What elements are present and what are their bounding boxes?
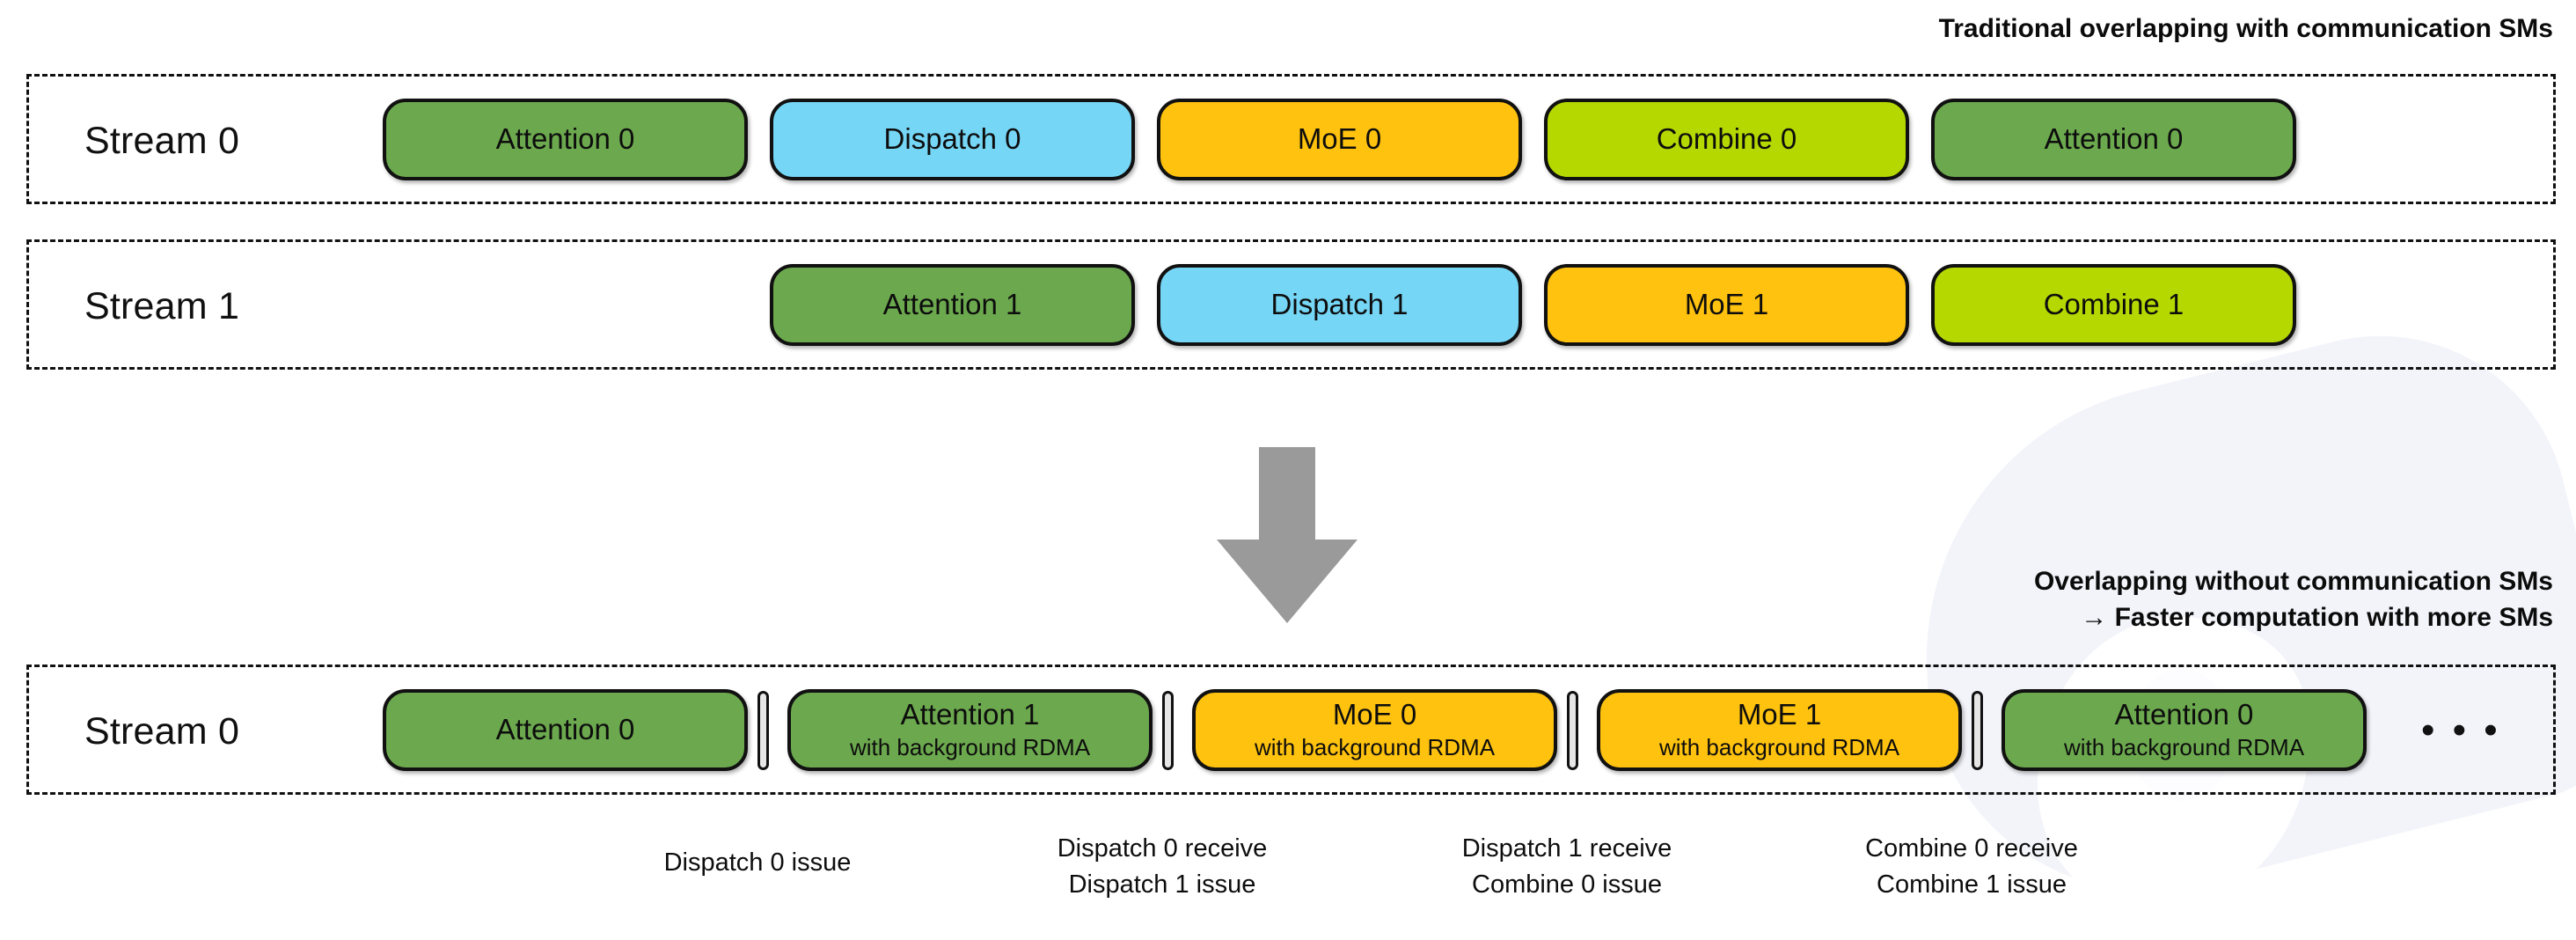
block-sublabel: with background RDMA xyxy=(849,734,1091,761)
separator-dispatch-0-issue xyxy=(757,691,769,770)
separator-dispatch-1-receive xyxy=(1567,691,1578,770)
block-moe-0-opt[interactable]: MoE 0 with background RDMA xyxy=(1192,689,1557,771)
lane-label-top-stream-0: Stream 0 xyxy=(84,120,240,162)
block-label: MoE 1 xyxy=(1684,288,1769,321)
caption-dispatch-0-receive: Dispatch 0 receive Dispatch 1 issue xyxy=(1057,834,1268,900)
caption-combine-0-receive: Combine 0 receive Combine 1 issue xyxy=(1865,834,2078,900)
block-dispatch-1-stream-1[interactable]: Dispatch 1 xyxy=(1157,264,1522,346)
block-label: MoE 0 xyxy=(1332,697,1417,731)
block-label: MoE 1 xyxy=(1737,697,1822,731)
block-sublabel: with background RDMA xyxy=(1658,734,1900,761)
block-label: MoE 0 xyxy=(1297,122,1382,156)
block-moe-1-stream-1[interactable]: MoE 1 xyxy=(1544,264,1909,346)
block-label: Attention 1 xyxy=(900,697,1040,731)
separator-combine-0-receive xyxy=(1972,691,1983,770)
separator-dispatch-0-receive xyxy=(1162,691,1174,770)
block-attention-0-second-stream-0[interactable]: Attention 0 xyxy=(1931,99,2296,180)
block-label: Dispatch 1 xyxy=(1270,288,1409,321)
block-dispatch-0-stream-0[interactable]: Dispatch 0 xyxy=(770,99,1135,180)
block-attention-0-opt-second[interactable]: Attention 0 with background RDMA xyxy=(2002,689,2367,771)
block-sublabel: with background RDMA xyxy=(2063,734,2305,761)
caption-dispatch-0-issue: Dispatch 0 issue xyxy=(663,848,852,877)
bottom-section-heading: Overlapping without communication SMs → … xyxy=(2033,567,2553,633)
block-attention-0-opt[interactable]: Attention 0 xyxy=(383,689,748,771)
block-label: Attention 0 xyxy=(2114,697,2254,731)
block-attention-1-stream-1[interactable]: Attention 1 xyxy=(770,264,1135,346)
block-label: Attention 0 xyxy=(495,713,635,746)
block-label: Attention 0 xyxy=(495,122,635,156)
lane-label-bottom-stream-0: Stream 0 xyxy=(84,710,240,753)
block-attention-1-opt[interactable]: Attention 1 with background RDMA xyxy=(787,689,1153,771)
caption-dispatch-1-receive: Dispatch 1 receive Combine 0 issue xyxy=(1461,834,1672,900)
block-combine-1-stream-1[interactable]: Combine 1 xyxy=(1931,264,2296,346)
block-label: Combine 1 xyxy=(2043,288,2184,321)
block-label: Attention 1 xyxy=(882,288,1022,321)
block-moe-1-opt[interactable]: MoE 1 with background RDMA xyxy=(1597,689,1962,771)
block-sublabel: with background RDMA xyxy=(1254,734,1496,761)
block-label: Attention 0 xyxy=(2044,122,2184,156)
trailing-ellipsis: • • • xyxy=(2421,709,2501,752)
block-attention-0-stream-0[interactable]: Attention 0 xyxy=(383,99,748,180)
block-moe-0-stream-0[interactable]: MoE 0 xyxy=(1157,99,1522,180)
block-combine-0-stream-0[interactable]: Combine 0 xyxy=(1544,99,1909,180)
block-label: Dispatch 0 xyxy=(883,122,1021,156)
down-arrow-icon xyxy=(1199,447,1375,623)
lane-label-top-stream-1: Stream 1 xyxy=(84,285,240,327)
block-label: Combine 0 xyxy=(1656,122,1797,156)
top-section-heading: Traditional overlapping with communicati… xyxy=(1938,14,2553,43)
lane-top-stream-0 xyxy=(26,74,2556,204)
